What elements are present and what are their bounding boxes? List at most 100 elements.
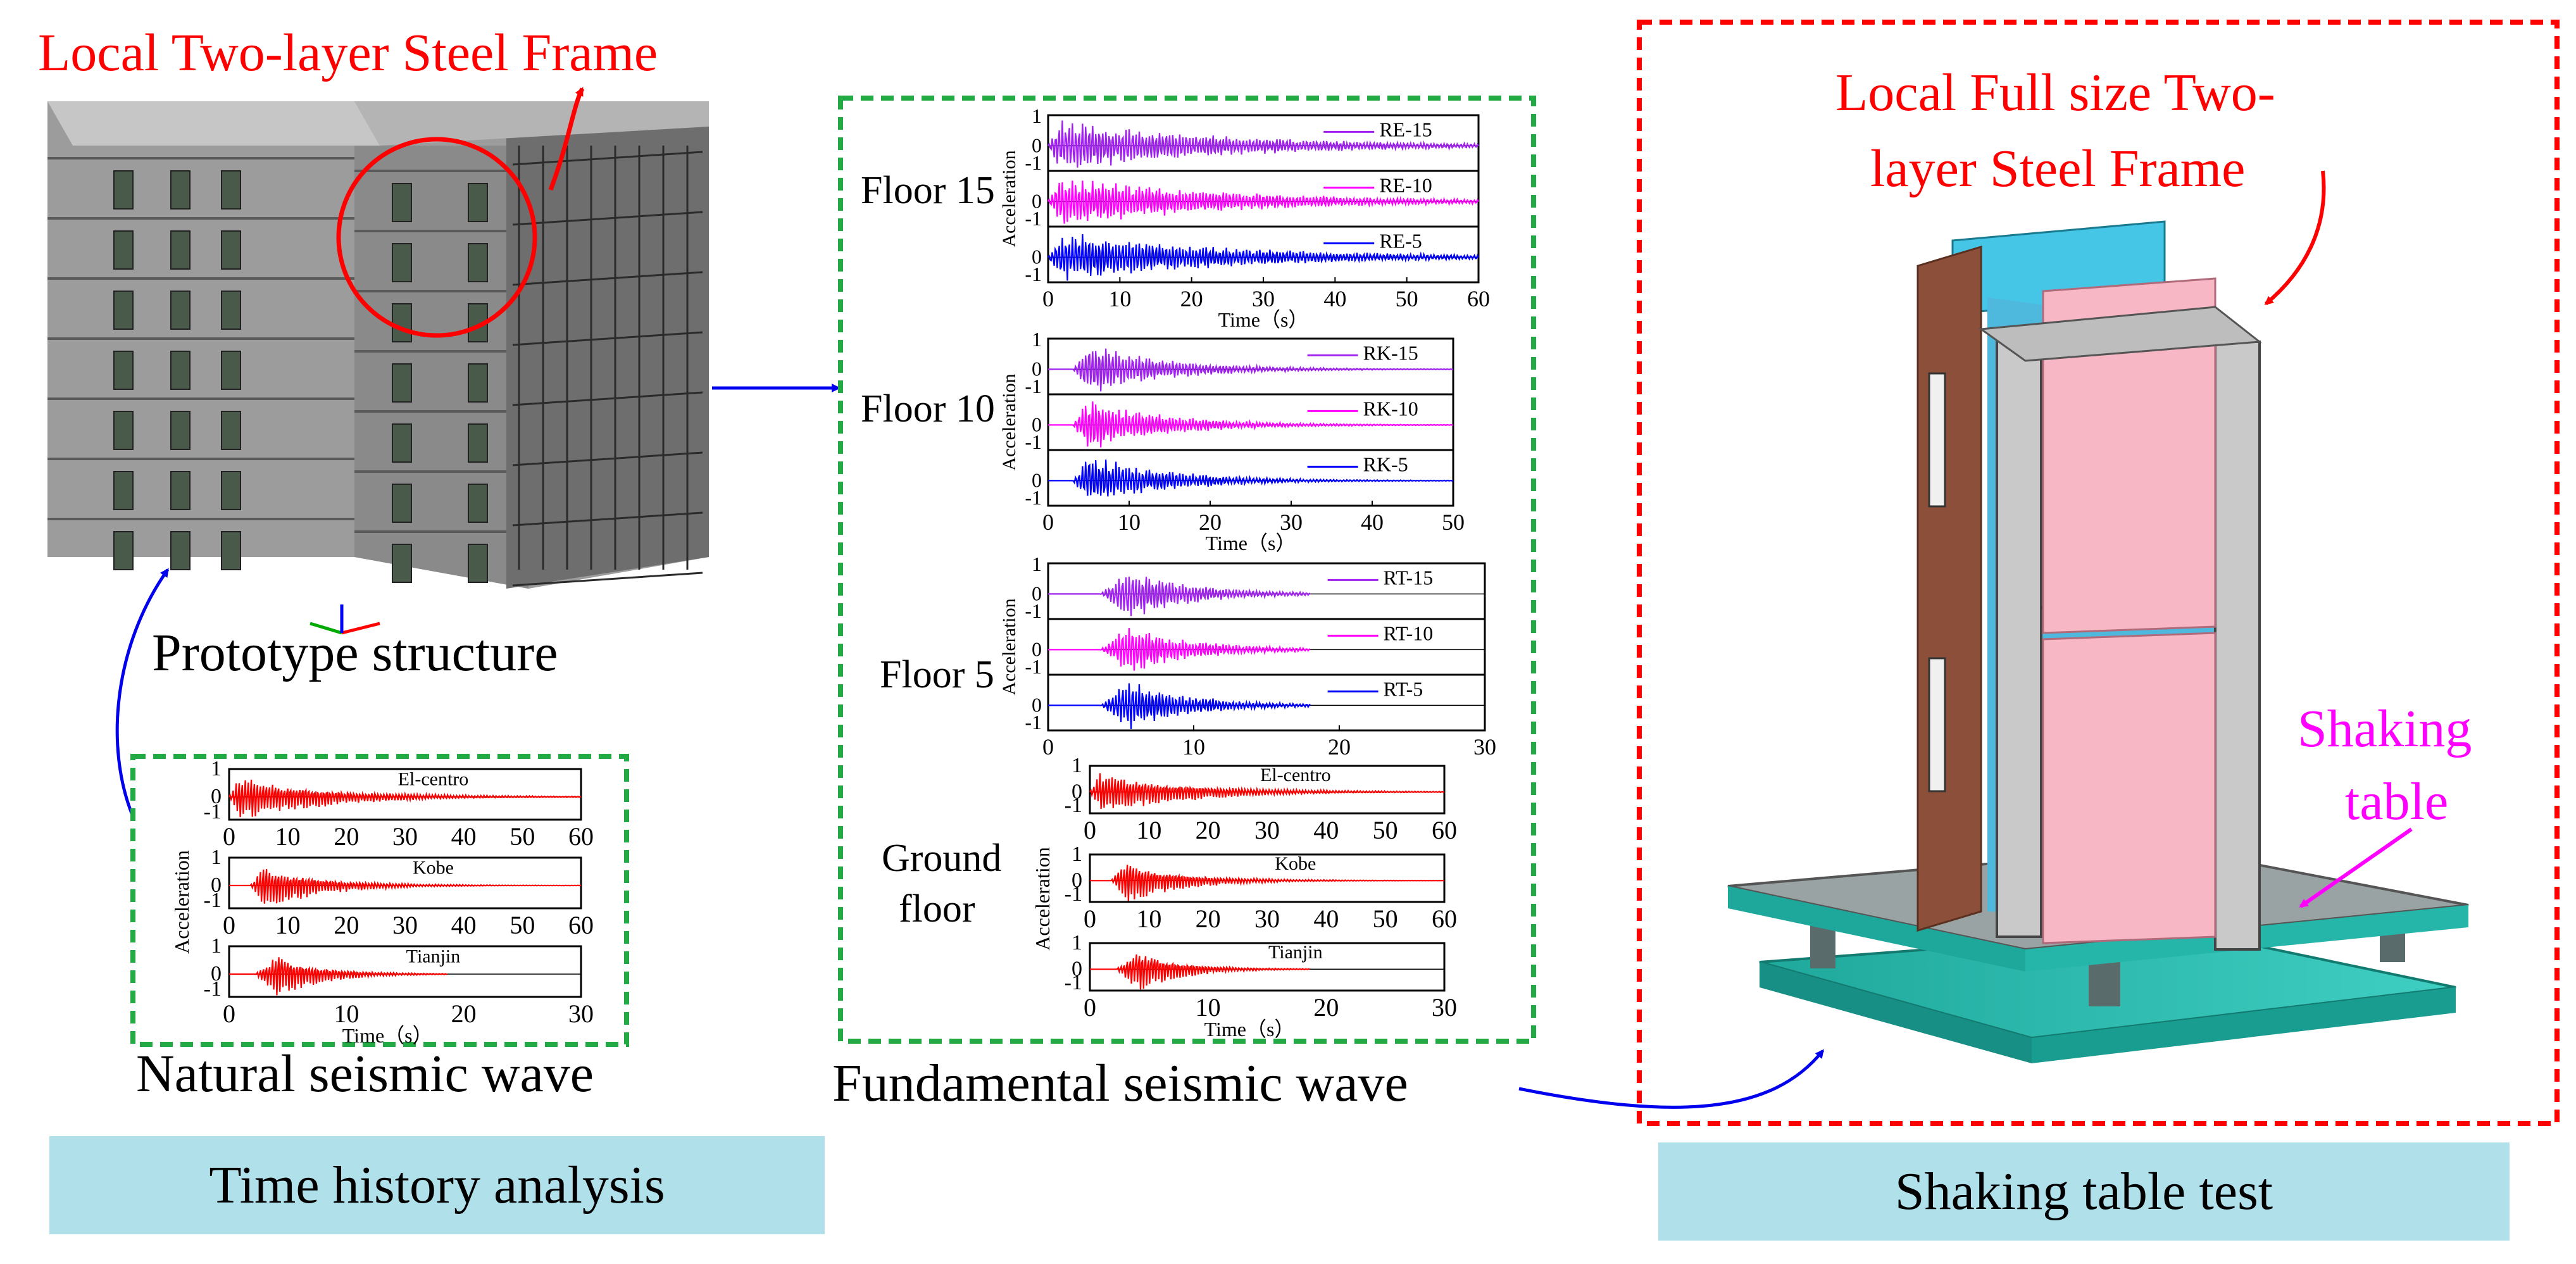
trace-box: [1047, 673, 1486, 732]
floor-15-label: Floor 15: [861, 169, 995, 212]
waveform-line: [229, 957, 447, 996]
record-box: [1089, 942, 1446, 992]
waveform-line: [1090, 954, 1310, 990]
record-name: El-centro: [1260, 765, 1331, 785]
waveform-line: [1048, 683, 1311, 730]
x-tick-label: 30: [1254, 904, 1280, 933]
y-tick-label: 0: [1072, 957, 1082, 980]
y-tick-label: 0: [1032, 582, 1042, 604]
prototype-building-image: [47, 101, 709, 635]
x-tick-label: 30: [568, 999, 594, 1028]
legend-label: RE-5: [1379, 229, 1422, 252]
waveform-line: [1048, 628, 1311, 671]
y-tick-label: 0: [1032, 468, 1042, 491]
x-tick-label: 10: [1196, 993, 1221, 1022]
y-tick-label: 0: [1032, 413, 1042, 435]
steel-frame-model-image: [1727, 170, 2469, 1063]
y-tick-label: 1: [211, 934, 222, 958]
time-history-banner: Time history analysis: [49, 1136, 825, 1234]
waveform-line: [1048, 460, 1454, 497]
x-tick-label: 20: [451, 999, 477, 1028]
y-tick-label: 0: [1032, 134, 1042, 156]
record-name: Tianjin: [1268, 942, 1323, 963]
x-tick-label: 20: [334, 911, 359, 939]
legend-label: RK-10: [1363, 397, 1418, 420]
y-tick-label: -1: [1025, 207, 1042, 230]
x-tick-label: 50: [510, 822, 535, 851]
y-tick-label: 0: [211, 873, 222, 897]
x-tick-label: 10: [1136, 816, 1161, 844]
floor-5-label: Floor 5: [880, 653, 994, 696]
waveform-line: [1047, 180, 1479, 224]
legend-label: RT-5: [1384, 677, 1423, 700]
y-tick-label: 1: [1032, 553, 1042, 575]
prototype-structure-label: Prototype structure: [152, 623, 558, 682]
callout-circle: [336, 137, 537, 338]
full-size-frame-title-line2: layer Steel Frame: [1870, 139, 2246, 198]
y-tick-label: 0: [1032, 357, 1042, 380]
x-tick-label: 30: [1252, 286, 1275, 311]
x-tick-label: 40: [451, 822, 477, 851]
x-tick-label: 60: [1467, 286, 1490, 311]
x-tick-label: 60: [568, 911, 594, 939]
y-tick-label: 1: [1032, 328, 1042, 351]
x-tick-label: 0: [223, 822, 235, 851]
x-tick-label: 60: [568, 822, 594, 851]
x-tick-label: 40: [1323, 286, 1346, 311]
x-tick-label: 30: [1473, 734, 1496, 760]
x-tick-label: 20: [1328, 734, 1351, 760]
y-tick-label: 1: [1032, 104, 1042, 127]
shaking-table-banner: Shaking table test: [1658, 1142, 2510, 1241]
x-tick-label: 20: [1196, 904, 1221, 933]
legend-label: RE-10: [1379, 173, 1432, 196]
x-tick-label: 30: [392, 822, 418, 851]
x-tick-label: 10: [1108, 286, 1131, 311]
record-name: Kobe: [1275, 853, 1316, 874]
time-history-banner-text: Time history analysis: [209, 1156, 665, 1215]
x-tick-label: 30: [392, 911, 418, 939]
frame-title-arrow: [2264, 170, 2326, 306]
y-tick-label: -1: [204, 800, 222, 823]
waveform-line: [1047, 120, 1479, 168]
y-axis-label: Acceleration: [170, 850, 193, 953]
x-tick-label: 20: [1196, 816, 1221, 844]
x-tick-label: 30: [1254, 816, 1280, 844]
y-tick-label: 0: [1032, 245, 1042, 268]
legend-label: RE-15: [1379, 118, 1432, 141]
x-tick-label: 50: [1442, 510, 1465, 535]
x-tick-label: 30: [1432, 993, 1457, 1022]
fundamental-wave-label: Fundamental seismic wave: [832, 1054, 1408, 1113]
y-tick-label: 0: [211, 962, 222, 986]
record-box: [1089, 765, 1446, 815]
y-axis-label: Acceleration: [999, 598, 1020, 695]
waveform-line: [1090, 865, 1445, 901]
y-tick-label: -1: [1065, 794, 1082, 817]
shaking-table-label-line2: table: [2345, 772, 2449, 831]
shaking-table-label-line1: Shaking: [2298, 699, 2472, 758]
y-tick-label: -1: [1025, 599, 1042, 622]
y-tick-label: 0: [1032, 637, 1042, 660]
shaking-table-banner-text: Shaking table test: [1894, 1162, 2273, 1221]
y-axis-label: Acceleration: [999, 373, 1020, 470]
x-tick-label: 30: [1280, 510, 1303, 535]
y-axis-label: Acceleration: [999, 150, 1020, 247]
ground-floor-label-line1: Ground: [882, 837, 1002, 880]
waveform-line: [1047, 234, 1479, 281]
steel-frame-callout-title: Local Two-layer Steel Frame: [38, 23, 658, 82]
x-tick-label: 50: [1373, 904, 1398, 933]
natural-wave-label: Natural seismic wave: [136, 1044, 594, 1103]
x-tick-label: 0: [1084, 993, 1096, 1022]
x-tick-label: 0: [1084, 904, 1096, 933]
x-tick-label: 0: [1042, 734, 1054, 760]
record-box: [1089, 853, 1446, 903]
y-tick-label: -1: [1025, 151, 1042, 174]
y-tick-label: -1: [1065, 971, 1082, 994]
x-tick-label: 10: [275, 822, 301, 851]
fundamental-wave-frame: [838, 96, 1536, 1044]
y-tick-label: 1: [1072, 842, 1082, 866]
